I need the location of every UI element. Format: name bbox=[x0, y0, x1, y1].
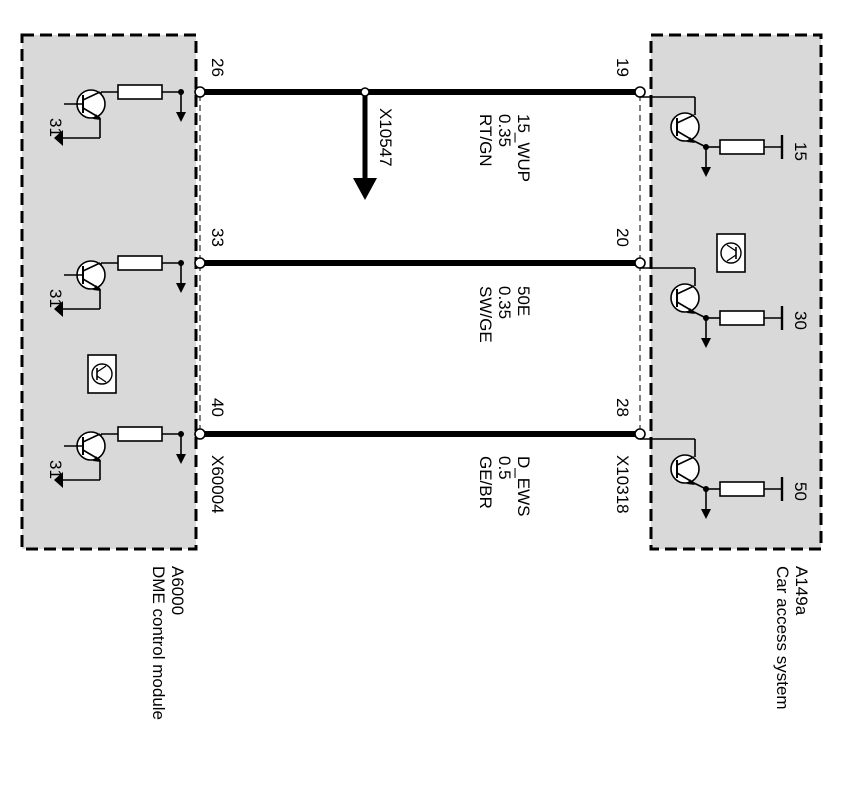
dme-module-id: A6000 bbox=[168, 566, 187, 615]
cas-pin-2: 20 bbox=[613, 228, 632, 247]
cas-supply-label-1: 15 bbox=[791, 142, 810, 161]
cas-pin-1: 19 bbox=[613, 58, 632, 77]
cas-pin-3: 28 bbox=[613, 398, 632, 417]
svg-text:15_WUP: 15_WUP bbox=[514, 114, 533, 182]
wire-2 bbox=[194, 257, 646, 269]
svg-text:GE/BR: GE/BR bbox=[476, 456, 495, 509]
cas-supply-label-2: 30 bbox=[791, 311, 810, 330]
dme-module-box bbox=[20, 33, 198, 551]
svg-text:0.35: 0.35 bbox=[495, 114, 514, 147]
svg-text:RT/GN: RT/GN bbox=[476, 114, 495, 167]
splice-arrow bbox=[353, 87, 377, 200]
cas-module-name: Car access system bbox=[773, 566, 792, 710]
cas-supply-label-3: 50 bbox=[791, 482, 810, 501]
dme-ground-label-3: 31 bbox=[46, 460, 65, 479]
dme-ground-label-2: 31 bbox=[46, 289, 65, 308]
svg-text:0.5: 0.5 bbox=[495, 456, 514, 480]
cas-connector-label: X10318 bbox=[613, 455, 632, 514]
wire-3-description: D_EWS 0.5 GE/BR bbox=[476, 456, 533, 516]
splice-label: X10547 bbox=[376, 108, 395, 167]
dme-module-name: DME control module bbox=[149, 566, 168, 720]
dme-ground-label-1: 31 bbox=[46, 118, 65, 137]
wire-3 bbox=[194, 428, 646, 440]
dme-connector-label: X60004 bbox=[208, 455, 227, 514]
dme-pin-3: 40 bbox=[208, 398, 227, 417]
svg-text:50E: 50E bbox=[514, 286, 533, 316]
cas-ecu-symbol-icon bbox=[716, 233, 746, 273]
wire-1 bbox=[194, 86, 646, 98]
svg-text:D_EWS: D_EWS bbox=[514, 456, 533, 516]
dme-pin-1: 26 bbox=[208, 58, 227, 77]
dme-pin-2: 33 bbox=[208, 228, 227, 247]
cas-module-id: A149a bbox=[792, 566, 811, 616]
dme-ecu-symbol-icon bbox=[87, 354, 117, 394]
wire-1-description: 15_WUP 0.35 RT/GN bbox=[476, 114, 533, 182]
wire-2-description: 50E 0.35 SW/GE bbox=[476, 286, 533, 343]
svg-text:SW/GE: SW/GE bbox=[476, 286, 495, 343]
svg-text:0.35: 0.35 bbox=[495, 286, 514, 319]
